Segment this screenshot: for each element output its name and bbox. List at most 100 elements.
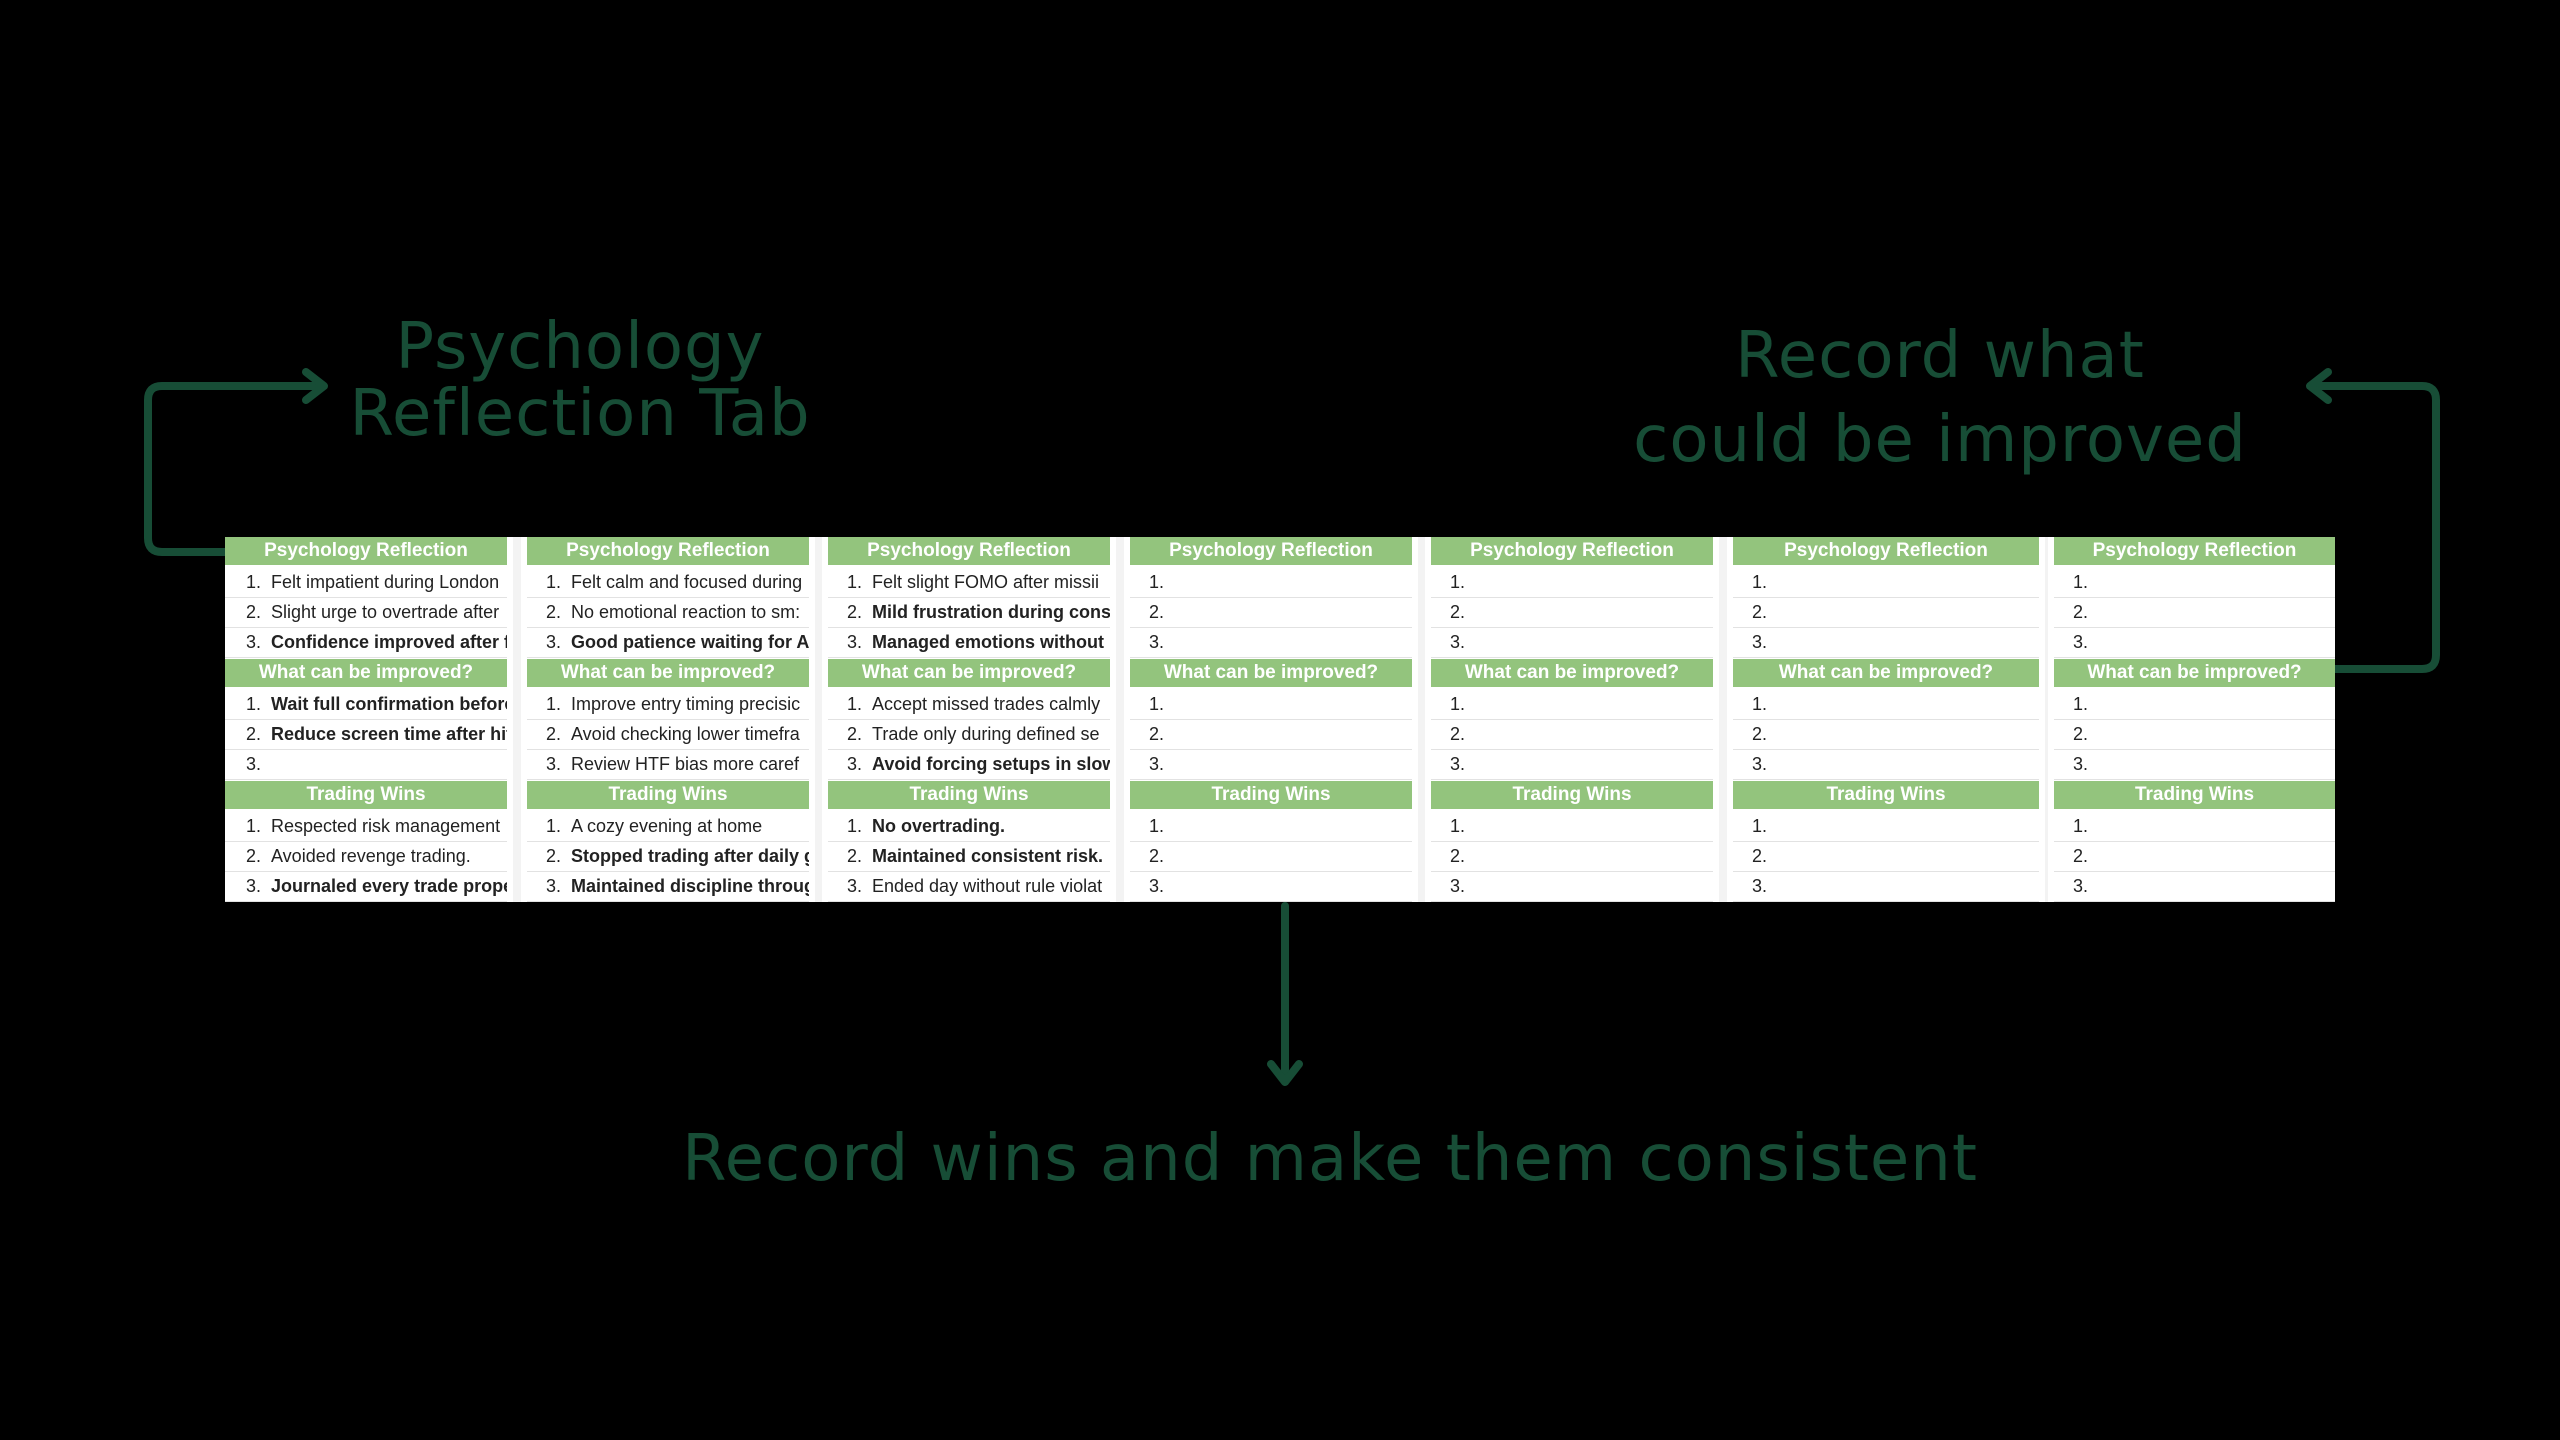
sheet-cell-row[interactable]: 1. xyxy=(1130,567,1412,598)
sheet-cell-row[interactable]: 1.Felt calm and focused during xyxy=(527,567,809,598)
section-header[interactable]: What can be improved? xyxy=(828,659,1110,687)
sheet-cell-row[interactable]: 2.Stopped trading after daily goa xyxy=(527,841,809,872)
item-text: Improve entry timing precisic xyxy=(571,694,801,714)
item-number: 3. xyxy=(2072,754,2088,774)
sheet-cell-row[interactable]: 2. xyxy=(1733,597,2039,628)
sheet-cell-row[interactable]: 3.Good patience waiting for A+ s xyxy=(527,627,809,658)
item-text: Stopped trading after daily goa xyxy=(571,846,809,866)
sheet-cell-row[interactable]: 2. xyxy=(1130,841,1412,872)
item-number: 1. xyxy=(1148,816,1164,836)
section-header[interactable]: Psychology Reflection xyxy=(1130,537,1412,565)
sheet-cell-row[interactable]: 3. xyxy=(1733,627,2039,658)
sheet-cell-row[interactable]: 1.Improve entry timing precisic xyxy=(527,689,809,720)
sheet-cell-row[interactable]: 2.Avoided revenge trading. xyxy=(225,841,507,872)
sheet-cell-row[interactable]: 2.Mild frustration during consolid xyxy=(828,597,1110,628)
sheet-cell-row[interactable]: 3. xyxy=(2054,627,2335,658)
sheet-cell-row[interactable]: 2. xyxy=(2054,719,2335,750)
item-number: 1. xyxy=(1449,694,1465,714)
section-header[interactable]: What can be improved? xyxy=(225,659,507,687)
section-header[interactable]: What can be improved? xyxy=(2054,659,2335,687)
sheet-cell-row[interactable]: 2.Trade only during defined se xyxy=(828,719,1110,750)
sheet-cell-row[interactable]: 2. xyxy=(1130,597,1412,628)
sheet-cell-row[interactable]: 3. xyxy=(225,749,507,780)
sheet-cell-row[interactable]: 2.Slight urge to overtrade after xyxy=(225,597,507,628)
sheet-cell-row[interactable]: 1. xyxy=(2054,689,2335,720)
sheet-cell-row[interactable]: 2. xyxy=(1431,597,1713,628)
section-header[interactable]: Trading Wins xyxy=(828,781,1110,809)
sheet-cell-row[interactable]: 1. xyxy=(1130,811,1412,842)
sheet-cell-row[interactable]: 3. xyxy=(1431,627,1713,658)
sheet-cell-row[interactable]: 2.Reduce screen time after hittin xyxy=(225,719,507,750)
item-text: Journaled every trade properly xyxy=(271,876,507,896)
section-header[interactable]: What can be improved? xyxy=(1431,659,1713,687)
sheet-cell-row[interactable]: 1.No overtrading. xyxy=(828,811,1110,842)
section-header[interactable]: Trading Wins xyxy=(527,781,809,809)
sheet-cell-row[interactable]: 3.Journaled every trade properly xyxy=(225,871,507,902)
sheet-cell-row[interactable]: 3.Ended day without rule violat xyxy=(828,871,1110,902)
sheet-cell-row[interactable]: 1.Felt impatient during London xyxy=(225,567,507,598)
sheet-cell-row[interactable]: 3. xyxy=(1431,871,1713,902)
item-number: 2. xyxy=(1148,846,1164,866)
sheet-cell-row[interactable]: 1. xyxy=(2054,567,2335,598)
sheet-cell-row[interactable]: 2. xyxy=(2054,841,2335,872)
section-header[interactable]: Psychology Reflection xyxy=(225,537,507,565)
sheet-cell-row[interactable]: 3. xyxy=(1733,749,2039,780)
sheet-cell-row[interactable]: 1.Respected risk management xyxy=(225,811,507,842)
sheet-cell-row[interactable]: 2. xyxy=(1130,719,1412,750)
item-number: 1. xyxy=(545,572,561,592)
section-header[interactable]: Trading Wins xyxy=(1733,781,2039,809)
sheet-cell-row[interactable]: 3. xyxy=(1431,749,1713,780)
sheet-cell-row[interactable]: 1. xyxy=(1733,811,2039,842)
section-header[interactable]: Psychology Reflection xyxy=(527,537,809,565)
section-header[interactable]: What can be improved? xyxy=(527,659,809,687)
sheet-cell-row[interactable]: 3.Confidence improved after follc xyxy=(225,627,507,658)
sheet-cell-row[interactable]: 2. xyxy=(1431,719,1713,750)
sheet-cell-row[interactable]: 1. xyxy=(1733,689,2039,720)
sheet-cell-row[interactable]: 3. xyxy=(2054,871,2335,902)
column-gap xyxy=(1719,537,1727,902)
sheet-cell-row[interactable]: 3.Avoid forcing setups in slow m xyxy=(828,749,1110,780)
sheet-cell-row[interactable]: 3. xyxy=(1130,749,1412,780)
sheet-cell-row[interactable]: 3. xyxy=(1130,871,1412,902)
sheet-cell-row[interactable]: 2. xyxy=(1431,841,1713,872)
callout-record-wins: Record wins and make them consistent xyxy=(682,1122,1978,1196)
item-number: 2. xyxy=(1148,602,1164,622)
sheet-cell-row[interactable]: 3.Review HTF bias more caref xyxy=(527,749,809,780)
section-header[interactable]: Trading Wins xyxy=(225,781,507,809)
sheet-cell-row[interactable]: 1. xyxy=(1431,567,1713,598)
sheet-cell-row[interactable]: 1. xyxy=(1130,689,1412,720)
sheet-cell-row[interactable]: 3.Managed emotions without bre xyxy=(828,627,1110,658)
sheet-cell-row[interactable]: 1. xyxy=(1431,689,1713,720)
sheet-cell-row[interactable]: 1.Felt slight FOMO after missii xyxy=(828,567,1110,598)
sheet-cell-row[interactable]: 1.Wait full confirmation before er xyxy=(225,689,507,720)
sheet-cell-row[interactable]: 3. xyxy=(1130,627,1412,658)
section-header[interactable]: Psychology Reflection xyxy=(828,537,1110,565)
sheet-cell-row[interactable]: 2. xyxy=(1733,719,2039,750)
section-header[interactable]: What can be improved? xyxy=(1733,659,2039,687)
item-number: 3. xyxy=(545,754,561,774)
sheet-cell-row[interactable]: 1.A cozy evening at home xyxy=(527,811,809,842)
sheet-cell-row[interactable]: 1. xyxy=(1733,567,2039,598)
sheet-cell-row[interactable]: 2. xyxy=(2054,597,2335,628)
item-text: Felt slight FOMO after missii xyxy=(872,572,1100,592)
section-header[interactable]: What can be improved? xyxy=(1130,659,1412,687)
sheet-cell-row[interactable]: 2. xyxy=(1733,841,2039,872)
sheet-cell-row[interactable]: 3. xyxy=(1733,871,2039,902)
item-number: 2. xyxy=(2072,724,2088,744)
sheet-cell-row[interactable]: 3. xyxy=(2054,749,2335,780)
section-header[interactable]: Psychology Reflection xyxy=(2054,537,2335,565)
sheet-cell-row[interactable]: 2.No emotional reaction to sm: xyxy=(527,597,809,628)
sheet-cell-row[interactable]: 1. xyxy=(1431,811,1713,842)
sheet-cell-row[interactable]: 2.Avoid checking lower timefra xyxy=(527,719,809,750)
item-number: 3. xyxy=(245,754,261,774)
section-header[interactable]: Psychology Reflection xyxy=(1733,537,2039,565)
sheet-cell-row[interactable]: 1.Accept missed trades calmly xyxy=(828,689,1110,720)
section-header[interactable]: Trading Wins xyxy=(2054,781,2335,809)
section-header[interactable]: Trading Wins xyxy=(1130,781,1412,809)
sheet-cell-row[interactable]: 2.Maintained consistent risk. xyxy=(828,841,1110,872)
sheet-cell-row[interactable]: 3.Maintained discipline througho xyxy=(527,871,809,902)
sheet-cell-row[interactable]: 1. xyxy=(2054,811,2335,842)
section-header[interactable]: Psychology Reflection xyxy=(1431,537,1713,565)
section-header[interactable]: Trading Wins xyxy=(1431,781,1713,809)
